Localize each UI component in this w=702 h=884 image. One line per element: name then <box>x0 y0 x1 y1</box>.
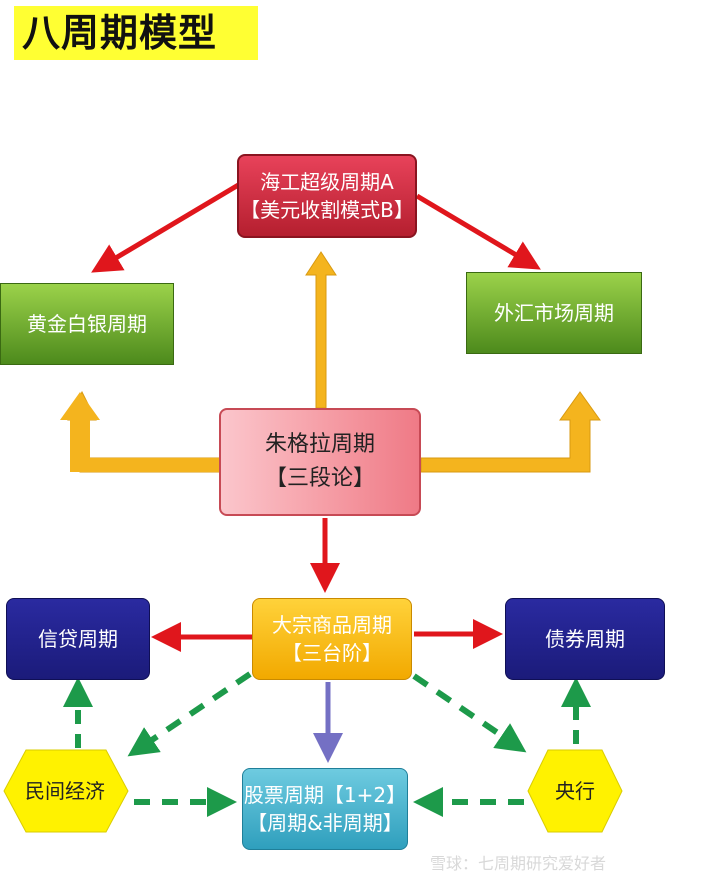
arrow-commodity-to-yanghang <box>412 673 527 753</box>
node-fx-label: 外汇市场周期 <box>494 301 614 325</box>
node-stock-line2: 【周期&非周期】 <box>247 811 403 835</box>
node-stock-line1: 股票周期【1+2】 <box>243 783 407 807</box>
arrow-zhu-to-fx <box>420 391 601 473</box>
node-haigong-line2: 【美元收割模式B】 <box>240 198 414 222</box>
node-juglar-cycle: 朱格拉周期 【三段论】 <box>219 408 421 516</box>
page-title: 八周期模型 <box>14 6 258 60</box>
node-gold-silver-cycle: 黄金白银周期 <box>0 283 174 365</box>
node-private-economy-label: 民间经济 <box>25 779 105 803</box>
node-commodity-cycle: 大宗商品周期 【三台阶】 <box>252 598 412 680</box>
arrow-zhu-to-hai <box>305 251 337 409</box>
node-central-bank: 央行 <box>528 750 622 832</box>
node-credit-cycle: 信贷周期 <box>6 598 150 680</box>
hexagon-minjian <box>3 749 129 833</box>
hexagon-yanghang <box>527 749 623 833</box>
node-gold-label: 黄金白银周期 <box>27 312 147 336</box>
arrow-hai-to-fx <box>415 193 541 270</box>
node-credit-label: 信贷周期 <box>38 627 118 651</box>
arrow-hai-to-gold <box>91 181 242 273</box>
node-haigong-supercycle: 海工超级周期A 【美元收割模式B】 <box>237 154 417 238</box>
node-commodity-line1: 大宗商品周期 <box>272 613 392 637</box>
node-bond-label: 债券周期 <box>545 627 625 651</box>
node-private-economy: 民间经济 <box>4 750 126 832</box>
node-juglar-line1: 朱格拉周期 <box>264 432 375 457</box>
watermark-text: 雪球：七周期研究爱好者 <box>430 854 607 873</box>
node-stock-cycle: 股票周期【1+2】 【周期&非周期】 <box>242 768 408 850</box>
node-juglar-line2: 【三段论】 <box>264 466 375 491</box>
arrow-zhu-to-gold-arm <box>60 392 219 458</box>
node-haigong-line1: 海工超级周期A <box>260 170 394 194</box>
arrow-commodity-to-minjian <box>127 671 252 757</box>
node-fx-market-cycle: 外汇市场周期 <box>466 272 642 354</box>
node-bond-cycle: 债券周期 <box>505 598 665 680</box>
node-commodity-line2: 【三台阶】 <box>282 641 382 665</box>
node-central-bank-label: 央行 <box>555 779 595 803</box>
arrow-zhu-to-gold-base <box>70 458 220 472</box>
